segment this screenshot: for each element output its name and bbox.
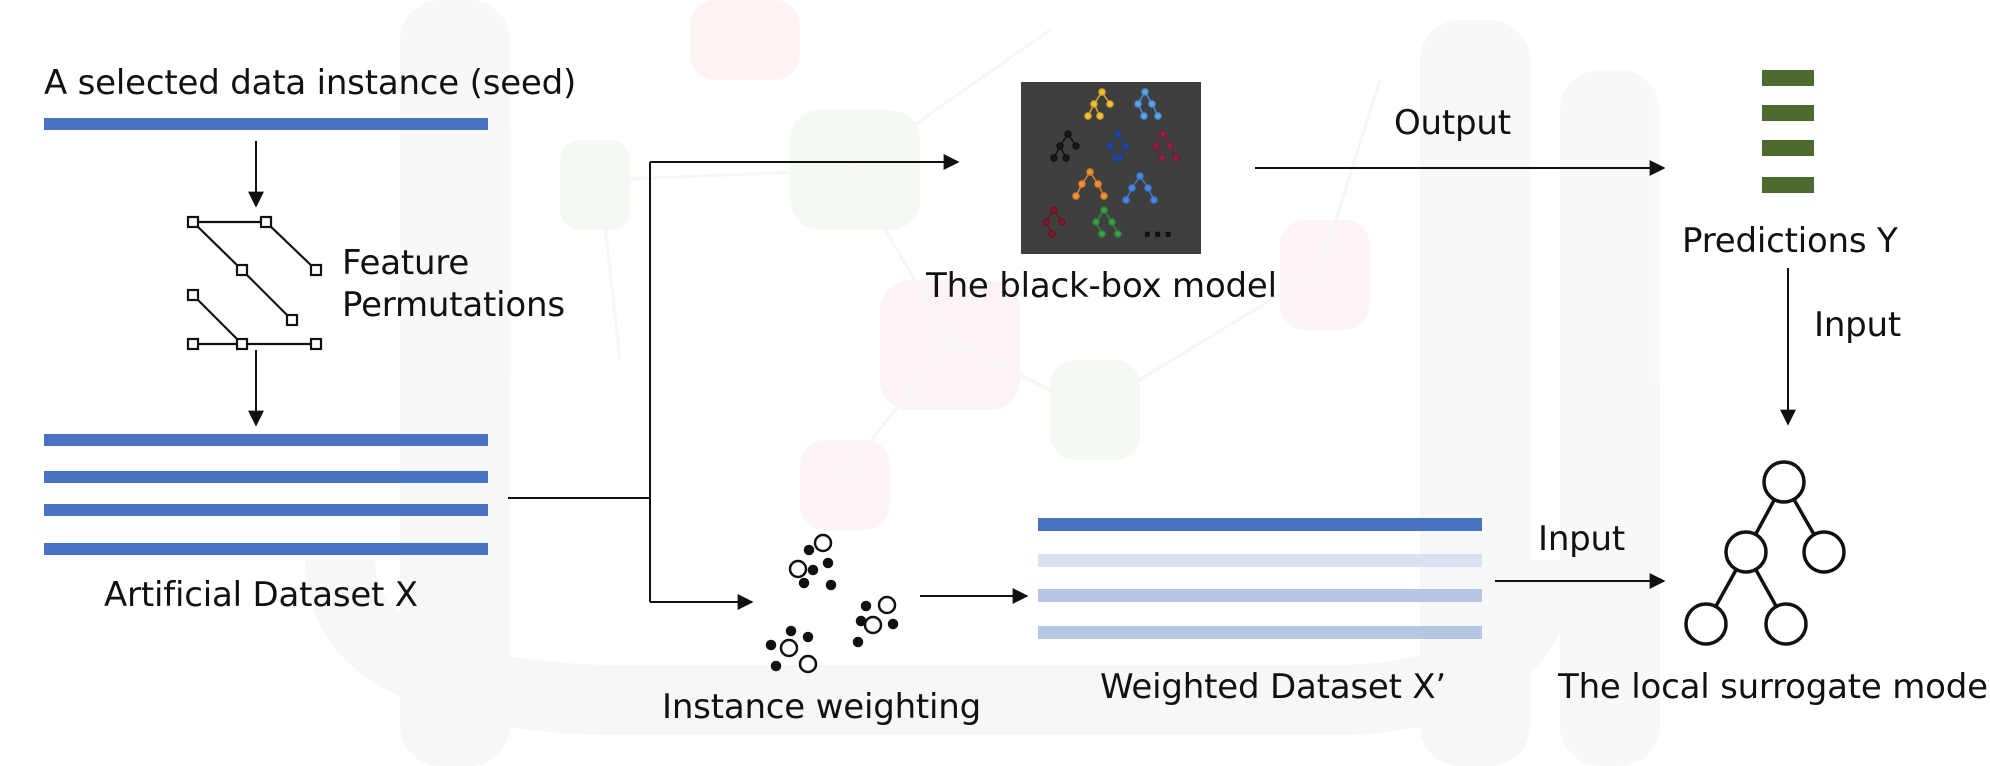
input-label-horizontal: Input bbox=[1538, 519, 1626, 559]
input-label-vertical: Input bbox=[1814, 305, 1902, 345]
branch-connector bbox=[508, 162, 651, 602]
seed-label: A selected data instance (seed) bbox=[44, 63, 577, 103]
weighted-dataset-label: Weighted Dataset X’ bbox=[1100, 667, 1447, 707]
artificial-dataset-bars bbox=[44, 434, 488, 555]
feature-permutations-label-line1: Feature bbox=[342, 243, 470, 283]
local-surrogate-model-label: The local surrogate model bbox=[1558, 667, 1990, 707]
tree-ensemble-icon bbox=[1021, 82, 1201, 254]
decision-tree-icon bbox=[1684, 460, 1846, 646]
instance-weighting-label: Instance weighting bbox=[662, 687, 982, 727]
weighted-dataset-bars bbox=[1038, 518, 1482, 639]
predictions-label: Predictions Y bbox=[1682, 221, 1898, 261]
black-box-ellipsis: ... bbox=[1142, 211, 1174, 244]
seed-data-bar bbox=[44, 118, 488, 130]
output-label: Output bbox=[1394, 103, 1511, 143]
black-box-model-label: The black-box model bbox=[926, 266, 1277, 306]
weighted-points-icon bbox=[765, 533, 899, 674]
prediction-bars bbox=[1762, 70, 1814, 193]
feature-permutations-label-line2: Permutations bbox=[342, 285, 565, 325]
permutation-diagram-icon bbox=[186, 215, 323, 351]
artificial-dataset-label: Artificial Dataset X bbox=[104, 575, 418, 615]
background-watermark bbox=[305, 0, 1660, 766]
